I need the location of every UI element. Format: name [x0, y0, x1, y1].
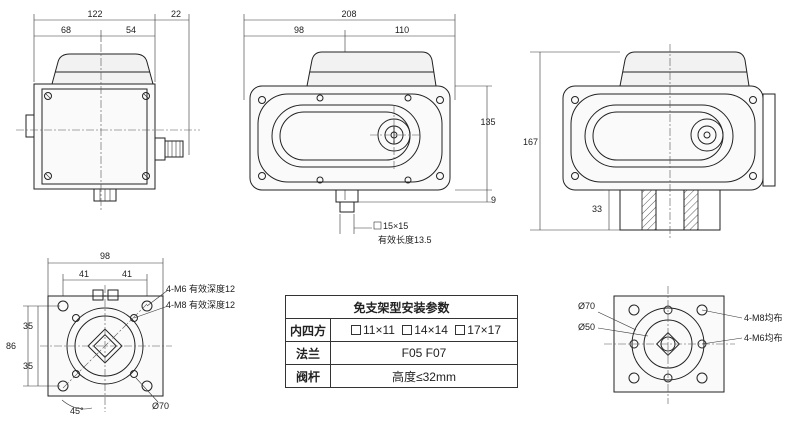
- flange-value: F05 F07: [330, 341, 518, 365]
- table-title: 免支架型安装参数: [285, 295, 518, 319]
- row-head-stem: 阀杆: [285, 364, 331, 388]
- table-row: 阀杆 高度≤32mm: [285, 364, 518, 388]
- flange-view: Ø70 Ø50 4-M8均布 4-M6均布: [578, 286, 783, 404]
- dim-98-top: 98: [294, 25, 304, 35]
- square-icon: [455, 325, 466, 335]
- square-icon: [402, 325, 413, 335]
- right-view: 167 33: [523, 44, 776, 240]
- row-head-inner-square: 内四方: [285, 318, 331, 342]
- square-14: 14×14: [414, 323, 448, 337]
- side-view: 122 22 68 54: [16, 9, 200, 210]
- square-11: 11×11: [362, 323, 395, 337]
- front-view: 208 98 110 135 9 15×15 有效长度13.5: [243, 9, 496, 245]
- m8-depth-label: 4-M8 有效深度12: [166, 299, 235, 310]
- installation-parameters-table: 免支架型安装参数 内四方 11×11 14×14 17×17 法兰 F05 F0…: [285, 295, 518, 388]
- m8-even-label: 4-M8均布: [744, 312, 783, 323]
- angle-45: 45°: [70, 406, 84, 416]
- shaft-square-label: 15×15: [383, 221, 408, 231]
- square-icon: [350, 325, 361, 335]
- dim-110: 110: [395, 25, 409, 35]
- effective-length-label: 有效长度13.5: [378, 234, 432, 245]
- stem-value: 高度≤32mm: [330, 364, 518, 388]
- dim-68: 68: [61, 25, 71, 35]
- dim-122: 122: [87, 9, 102, 19]
- m6-even-label: 4-M6均布: [744, 332, 783, 343]
- dim-208: 208: [341, 9, 356, 19]
- row-head-flange: 法兰: [285, 341, 331, 365]
- dim-167: 167: [523, 137, 538, 147]
- dim-54: 54: [126, 25, 136, 35]
- inner-square-values: 11×11 14×14 17×17: [330, 318, 518, 342]
- dim-9: 9: [491, 195, 496, 205]
- dim-22: 22: [171, 9, 181, 19]
- dim-35-top: 35: [23, 321, 33, 331]
- dim-135: 135: [480, 117, 495, 127]
- phi70-right-label: Ø70: [578, 301, 595, 311]
- square-17: 17×17: [467, 323, 501, 337]
- m6-depth-label: 4-M6 有效深度12: [166, 283, 235, 294]
- dim-35-bottom: 35: [23, 361, 33, 371]
- dim-98-bottom: 98: [100, 251, 110, 261]
- dim-86: 86: [6, 341, 16, 351]
- dim-41-left: 41: [79, 269, 89, 279]
- phi70-left-label: Ø70: [152, 401, 169, 411]
- dim-33: 33: [592, 204, 602, 214]
- bottom-view: 98 41 41 86 35 35 45° Ø70 4-M6 有效深度12: [6, 251, 235, 416]
- table-row: 内四方 11×11 14×14 17×17: [285, 318, 518, 342]
- phi50-label: Ø50: [578, 322, 595, 332]
- dim-41-right: 41: [122, 269, 132, 279]
- table-row: 法兰 F05 F07: [285, 341, 518, 365]
